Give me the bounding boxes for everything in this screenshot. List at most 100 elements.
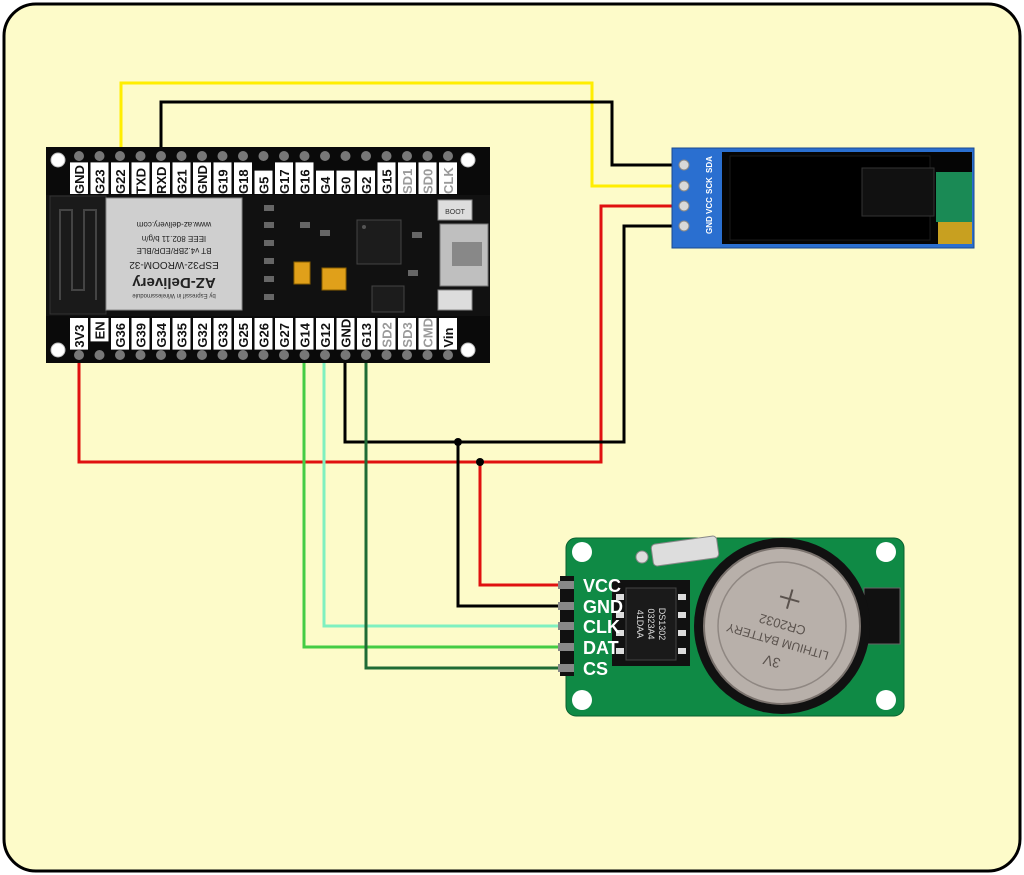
oled-pin	[678, 159, 690, 171]
pin-header-dot	[340, 151, 351, 161]
boot-button	[437, 199, 473, 221]
pin-header-dot	[361, 151, 371, 161]
pin-label-background	[111, 318, 129, 350]
esp32-bottom-pin-dots	[74, 350, 453, 360]
pin-label-background	[439, 162, 457, 194]
wire-sda-yellow	[119, 81, 672, 188]
socket-pin	[616, 594, 624, 600]
pin-label-background	[172, 162, 191, 194]
smd-part	[412, 232, 422, 238]
crystal-leg	[635, 550, 649, 564]
pin-header-dot	[443, 350, 453, 360]
pin-header-dot	[197, 350, 207, 360]
rtc-module: 3V LITHIUM BATTERY CR2032 DS1302 0323A4 …	[558, 535, 905, 717]
smd-part	[264, 258, 274, 264]
pin-label-background	[193, 318, 211, 350]
esp32-bottom-pin-label: SD2	[380, 322, 395, 347]
esp32-top-pin-label: G15	[380, 169, 395, 194]
esp32-bottom-pin-label: G14	[298, 322, 313, 347]
tantalum-capacitor	[321, 267, 347, 291]
pin-label-background	[254, 170, 273, 194]
pin-label-background	[275, 318, 293, 350]
esp32-top-pin-label: G16	[298, 169, 313, 194]
chip-text-lot: 41DAA	[635, 610, 645, 639]
pin-label-background	[295, 162, 314, 194]
socket-pin	[616, 612, 624, 618]
pin-header-dot	[217, 151, 228, 161]
module-small: by Espressif in Wirelessmodule	[132, 292, 216, 298]
pin-header-dot	[135, 151, 146, 161]
wire-rtc-gnd-black	[456, 442, 566, 608]
pin-label-background	[90, 318, 109, 342]
pin-label-background	[254, 318, 273, 350]
socket-pin	[616, 630, 624, 636]
esp32-bottom-pin-label: G12	[318, 323, 333, 348]
mounting-hole	[876, 690, 896, 710]
pin-label-background	[439, 318, 457, 350]
rtc-pin-label: CLK	[583, 617, 620, 637]
esp32-bottom-pin-label: G13	[359, 323, 374, 348]
boot-label: BOOT	[445, 209, 466, 216]
oled-pin	[678, 200, 690, 212]
pin-header-dot	[299, 350, 310, 360]
module-ieee: IEEE 802.11 b/g/n	[142, 234, 206, 243]
mounting-hole	[572, 542, 592, 562]
pin-header-dot	[279, 151, 289, 161]
esp32-top-pin-label: G19	[216, 169, 231, 194]
rtc-pin-label: CS	[583, 659, 608, 679]
module-url: www.az-delivery.com	[136, 220, 212, 229]
pin-label-background	[152, 162, 170, 194]
mounting-hole	[460, 342, 476, 358]
coin-cell-inner	[717, 561, 847, 691]
esp32-bottom-pin-label: 3V3	[72, 324, 87, 347]
socket-pin	[678, 594, 686, 600]
esp32-module-shield	[105, 197, 243, 311]
mounting-hole	[50, 152, 66, 168]
pin-header-dot	[94, 350, 105, 360]
pin-header-dot	[176, 350, 187, 360]
rtc-pin-label: GND	[583, 597, 623, 617]
antenna-trace	[59, 209, 97, 300]
module-brand: AZ-Delivery	[132, 274, 216, 291]
module-bt: BT v4.2BR/EDR/BLE	[137, 246, 212, 255]
esp32-top-pin-label: G17	[277, 169, 292, 194]
rtc-pin-label: VCC	[583, 576, 621, 596]
smd-components	[264, 205, 422, 300]
pin-label-background	[234, 318, 252, 350]
esp32-bottom-pin-label: G35	[175, 323, 190, 348]
pin-label-background	[316, 170, 334, 194]
chip-text-code: 0323A4	[646, 608, 656, 639]
esp32-bottom-pin-label: G27	[277, 323, 292, 348]
wire-scl-black	[159, 100, 672, 167]
battery-plus-v	[786, 589, 794, 609]
socket-pins	[616, 594, 686, 654]
esp32-bottom-pin-label: SD3	[400, 322, 415, 347]
pin-header-dot	[156, 151, 166, 161]
esp32-top-pin-label: G4	[318, 176, 333, 194]
pin-label-background	[193, 162, 211, 194]
esp32-bottom-pin-label: G33	[216, 323, 231, 348]
pin-header-dot	[238, 151, 248, 161]
esp32-top-pin-label: G22	[113, 169, 128, 194]
pin-header-dot	[443, 151, 453, 161]
pin-header-dot	[258, 350, 269, 360]
pin-header-dot	[402, 151, 412, 161]
pin-header-dot	[340, 350, 351, 360]
pin-header-dot	[381, 350, 392, 360]
smd-part	[408, 270, 418, 276]
esp32-top-pin-label: TXD	[134, 168, 149, 194]
pin-label-background	[111, 162, 129, 194]
pin-label-background	[295, 318, 314, 350]
wires	[77, 81, 672, 670]
esp32-bottom-pin-label: GND	[339, 319, 354, 348]
pin-label-background	[418, 162, 437, 194]
wire-cs-darkgreen	[364, 360, 566, 670]
esp32-top-pin-label: G0	[339, 177, 354, 194]
pin-label-background	[336, 318, 355, 350]
